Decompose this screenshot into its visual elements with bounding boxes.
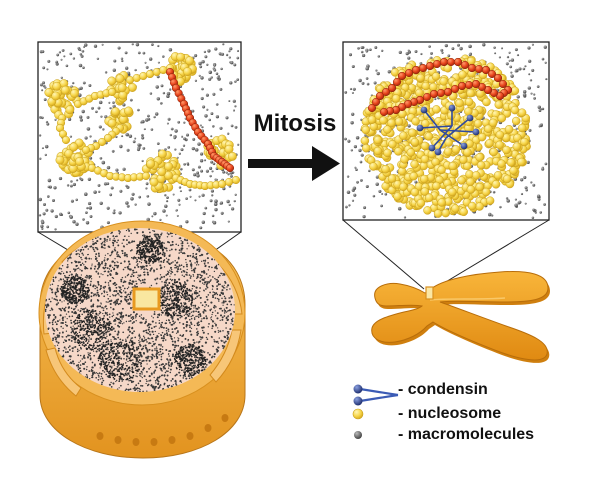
mitosis-label: Mitosis xyxy=(253,110,337,137)
zoom-region-marker xyxy=(132,287,161,311)
legend-label-condensin: - condensin xyxy=(398,381,488,398)
mitotic-zoom-panel xyxy=(342,41,550,221)
chromosome-zoom-marker xyxy=(425,286,434,300)
cell-nucleus xyxy=(38,220,246,459)
interphase-nucleosome-clusters xyxy=(44,52,241,194)
mitotic-condensin-loop xyxy=(367,57,513,117)
legend xyxy=(352,384,399,439)
chromatin-speckles xyxy=(45,228,235,392)
legend-label-nucleosome: - nucleosome xyxy=(398,405,502,422)
macromolecule-icon xyxy=(354,431,362,439)
mitosis-arrow xyxy=(248,146,340,181)
mitotic-chromosome xyxy=(371,271,550,363)
condensin-icon xyxy=(353,384,399,406)
interphase-condensin-loop xyxy=(165,67,235,173)
nuclear-pores xyxy=(96,414,229,446)
legend-label-macromolecules: - macromolecules xyxy=(398,426,535,443)
interphase-zoom-panel xyxy=(37,41,242,233)
mitotic-condensin-complexes xyxy=(416,104,480,156)
nucleosome-icon xyxy=(352,408,364,420)
